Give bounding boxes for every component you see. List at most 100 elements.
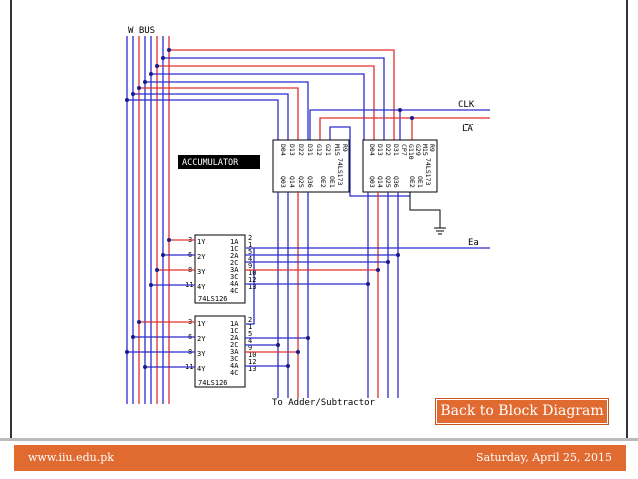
register-output-wires [277,192,399,398]
chip2-pin-7: M15 [421,144,429,156]
buf2-a0: 1A [230,320,239,328]
footer-divider [0,438,638,441]
buf1-r2: 5 [248,248,252,256]
chip2-pin-6: G29 [414,144,422,156]
buf2-name: 74LS126 [198,379,228,387]
chip2-pin-1: D13 [376,144,384,156]
chip2-pin-8: R9 [428,144,436,152]
buf2-r2: 5 [248,330,252,338]
chip2-q2: Q25 [384,176,392,188]
buffer-to-bus-wires [127,239,195,368]
buf1-r7: 13 [248,283,256,291]
chip1-pin-0: D04 [279,144,287,156]
buf2-r4: 9 [248,344,252,352]
buf2-a1: 1C [230,327,238,335]
chip2-name: 74LS173 [424,158,432,185]
chip1-pin-2: D22 [297,144,305,156]
accumulator-label-box [178,155,260,169]
buf1-r4: 9 [248,262,252,270]
register-chip-2: D04 D13 D22 D31 CP7 G110 G29 M15 R9 Q03 … [362,139,438,193]
register-to-buffer-wires [245,254,398,367]
to-adder-label: To Adder/Subtractor [272,398,376,408]
buf1-r3: 4 [248,255,252,263]
chip2-q0: Q03 [368,176,376,188]
buf1-r1: 1 [248,241,252,249]
buf1-a6: 4A [230,280,239,288]
chip1-oe1: OE1 [328,176,336,188]
chip1-pin-1: D13 [288,144,296,156]
chip1-q0: Q03 [279,176,287,188]
accumulator-schematic: W BUS CLK LA [125,26,490,408]
buf2-r7: 13 [248,365,256,373]
buf2-a4: 3A [230,348,239,356]
chip2-pin-5: G110 [407,144,415,160]
buf1-a3: 2C [230,259,238,267]
buf1-y4: 4Y [197,283,206,291]
buf2-a6: 4A [230,362,239,370]
chip1-pin-6: M15 [333,144,341,156]
buf2-a5: 3C [230,355,238,363]
chip1-q1: Q14 [288,176,296,188]
chip1-pin-3: D31 [306,144,314,156]
register-chip-1: D04 D13 D22 D31 G12 G21 M15 R9 Q03 Q14 Q… [272,139,350,193]
chip1-q2: Q25 [297,176,305,188]
back-to-block-diagram-button[interactable]: Back to Block Diagram [435,398,609,425]
buf2-r0: 2 [248,316,252,324]
chip1-oe2: OE2 [319,176,327,188]
chip2-pin-2: D22 [384,144,392,156]
accumulator-label: ACCUMULATOR [182,158,239,168]
buf1-a1: 1C [230,245,238,253]
buf1-a4: 3A [230,266,239,274]
buf2-a7: 4C [230,369,238,377]
footer-url[interactable]: www.iiu.edu.pk [28,451,114,464]
bus-junctions [125,48,171,102]
buf2-y2: 2Y [197,335,206,343]
chip2-oe2: OE2 [408,176,416,188]
chip2-q1: Q14 [376,176,384,188]
buf2-r3: 4 [248,337,252,345]
chip2-pin-3: D31 [392,144,400,156]
bus-to-register-wires [127,49,395,140]
buf1-r0: 2 [248,234,252,242]
buf2-r6: 12 [248,358,256,366]
buf2-y3: 3Y [197,350,206,358]
buf1-y2: 2Y [197,253,206,261]
buf1-y3: 3Y [197,268,206,276]
slide-frame-right [626,0,628,440]
chip1-q3: Q36 [306,176,314,188]
buf2-r1: 1 [248,323,252,331]
buf2-a3: 2C [230,341,238,349]
buf1-r6: 12 [248,276,256,284]
w-bus-label: W BUS [128,26,155,36]
buf1-a5: 3C [230,273,238,281]
buf2-a2: 2A [230,334,239,342]
buffer-chip-1: 1Y 2Y 3Y 4Y 1A 1C 2A 2C 3A 3C 4A 4C 74LS… [185,234,256,304]
buf1-r5: 10 [248,269,256,277]
buf1-y1: 1Y [197,238,206,246]
buf1-name: 74LS126 [198,295,228,303]
w-bus [126,36,170,404]
register-buffer-junctions [276,253,400,368]
buf2-y4: 4Y [197,365,206,373]
footer-bar: www.iiu.edu.pk Saturday, April 25, 2015 [14,445,626,471]
la-label: LA [462,124,473,134]
chip2-pin-0: D04 [368,144,376,156]
clk-label: CLK [458,100,475,110]
control-junctions [398,108,414,120]
chip1-pin-4: G12 [315,144,323,156]
chip2-pin-4: CP7 [400,144,408,156]
ea-enable-line [246,247,490,325]
chip1-pin-7: R9 [341,144,349,152]
buf1-a2: 2A [230,252,239,260]
ea-label: Ea [468,238,479,248]
buf2-r5: 10 [248,351,256,359]
footer-date: Saturday, April 25, 2015 [476,451,612,464]
buf1-a7: 4C [230,287,238,295]
buf1-a0: 1A [230,238,239,246]
chip1-pin-5: G21 [324,144,332,156]
buf2-y1: 1Y [197,320,206,328]
chip2-q3: Q36 [392,176,400,188]
chip1-name: 74LS173 [336,158,344,185]
chip2-oe1: OE1 [416,176,424,188]
